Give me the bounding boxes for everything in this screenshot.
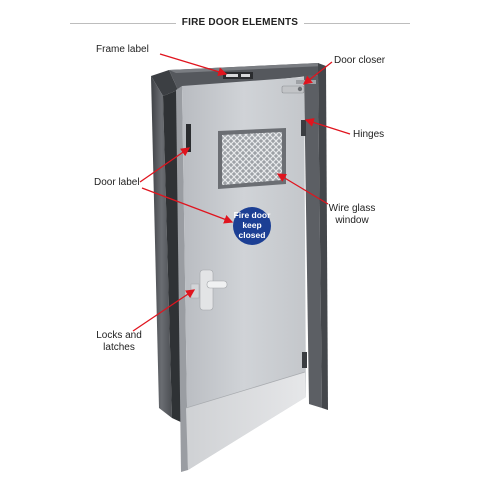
title-bar: FIRE DOOR ELEMENTS bbox=[0, 16, 480, 30]
wire-glass-window bbox=[218, 128, 286, 189]
callout-arrows bbox=[132, 53, 351, 332]
arrow-hinges bbox=[304, 118, 351, 135]
arrow-door-closer bbox=[302, 61, 333, 85]
label-door-label: Door label bbox=[94, 177, 140, 188]
sign-line-3: closed bbox=[239, 230, 266, 240]
sign-line-1: Fire door bbox=[234, 210, 272, 220]
label-locks-line-1: Locks and bbox=[96, 330, 142, 341]
arrow-door-label-sign bbox=[141, 187, 234, 224]
arrow-door-label-edge bbox=[139, 147, 191, 183]
label-wire-glass: Wire glass window bbox=[316, 203, 388, 227]
fire-door-sign: Fire door keep closed bbox=[233, 207, 271, 245]
label-locks-latches: Locks and latches bbox=[88, 330, 150, 354]
hinges bbox=[301, 120, 307, 368]
label-wire-glass-line-2: window bbox=[335, 215, 369, 226]
frame-label-plate bbox=[223, 72, 253, 79]
diagram-title: FIRE DOOR ELEMENTS bbox=[0, 16, 480, 30]
arrow-locks bbox=[132, 289, 196, 332]
label-locks-line-2: latches bbox=[103, 342, 135, 353]
arrow-wire-glass bbox=[276, 173, 329, 205]
label-hinges: Hinges bbox=[353, 129, 385, 140]
label-door-closer: Door closer bbox=[334, 55, 386, 66]
arrow-frame-label bbox=[159, 53, 228, 77]
door-edge-label bbox=[186, 124, 191, 152]
diagram-title-text: FIRE DOOR ELEMENTS bbox=[175, 17, 305, 28]
label-frame-label: Frame label bbox=[96, 44, 149, 55]
sign-line-2: keep bbox=[242, 220, 261, 230]
label-wire-glass-line-1: Wire glass bbox=[328, 203, 376, 214]
